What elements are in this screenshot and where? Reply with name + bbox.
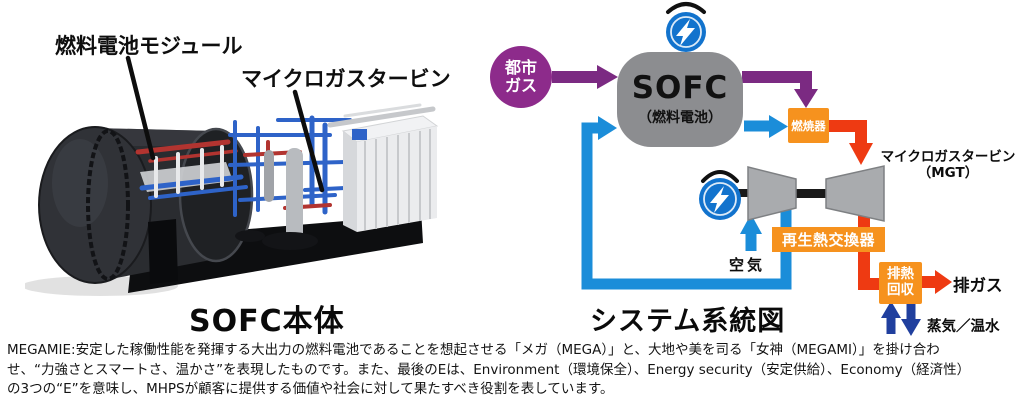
piping-cluster — [228, 115, 352, 250]
left-panel-caption: SOFC本体 — [189, 304, 345, 339]
mgt-label-line1: マイクロガスタービン — [880, 149, 1016, 165]
footer-line-2: せ、“力強さとスマートさ、温かさ”を表現したものです。また、最後のEは、Envi… — [7, 361, 971, 378]
heat-recovery-line1: 排熱 — [887, 266, 914, 283]
citygas-to-sofc-arrow — [552, 65, 618, 89]
steam-hotwater-arrows — [881, 301, 921, 336]
footer-line-3: の3つの“E”を意味し、MHPSが顧客に提供する価値や社会に対して果たすべき役割… — [7, 381, 614, 397]
sofc-node: SOFC （燃料電池） — [617, 52, 743, 147]
city-gas-line2: ガス — [504, 76, 537, 95]
sofc-subtitle: （燃料電池） — [638, 109, 722, 126]
exhaust-gas-label: 排ガス — [953, 276, 1003, 295]
system-schematic — [552, 2, 952, 336]
mgt-label-line2: （MGT） — [917, 164, 979, 181]
base-platform — [128, 209, 423, 293]
sofc-title: SOFC — [631, 69, 729, 106]
pressure-vessel — [38, 126, 254, 284]
city-gas-node: 都市 ガス — [490, 46, 552, 108]
compressor-shape — [747, 166, 797, 221]
footer-line-1: MEGAMIE:安定した稼働性能を発揮する大出力の燃料電池であることを想起させる… — [7, 342, 940, 358]
heat-recovery-node: 排熱 回収 — [879, 262, 922, 304]
air-loop-pipe — [581, 116, 792, 290]
exhaust-gas-arrow — [922, 270, 952, 294]
air-label: 空気 — [729, 256, 766, 274]
leader-line-micro-gas-turbine — [292, 89, 325, 193]
mgt-label: マイクロガスタービン （MGT） — [877, 149, 1019, 181]
footer-paragraph: MEGAMIE:安定した稼働性能を発揮する大出力の燃料電池であることを想起させる… — [7, 341, 1021, 400]
vessel-support — [148, 219, 178, 284]
combustor-to-turbine-arrow — [829, 120, 873, 165]
turbine-symbol — [737, 165, 885, 222]
leader-line-fuel-cell-module — [125, 55, 156, 161]
label-fuel-cell-module: 燃料電池モジュール — [55, 34, 243, 58]
control-cabinet — [327, 103, 439, 232]
steam-hotwater-label: 蒸気／温水 — [927, 319, 1000, 335]
city-gas-line1: 都市 — [504, 58, 537, 78]
heat-recovery-line2: 回収 — [887, 282, 914, 298]
label-micro-gas-turbine: マイクロガスタービン — [241, 67, 451, 91]
combustor-node: 燃焼器 — [788, 108, 829, 143]
turbine-shape — [825, 165, 885, 222]
generator-lightning-icon — [699, 170, 741, 220]
air-inlet-arrow — [740, 214, 762, 251]
regenerator-node: 再生熱交換器 — [772, 227, 885, 252]
sofc-unit-render — [25, 55, 439, 296]
electricity-lightning-icon — [666, 2, 706, 52]
cabinet-detail — [352, 129, 367, 140]
sofc-to-combustor-air-arrow — [744, 115, 788, 138]
sofc-to-combustor-fuel-arrow — [742, 71, 818, 108]
diagram-caption: システム系統図 — [590, 306, 786, 337]
